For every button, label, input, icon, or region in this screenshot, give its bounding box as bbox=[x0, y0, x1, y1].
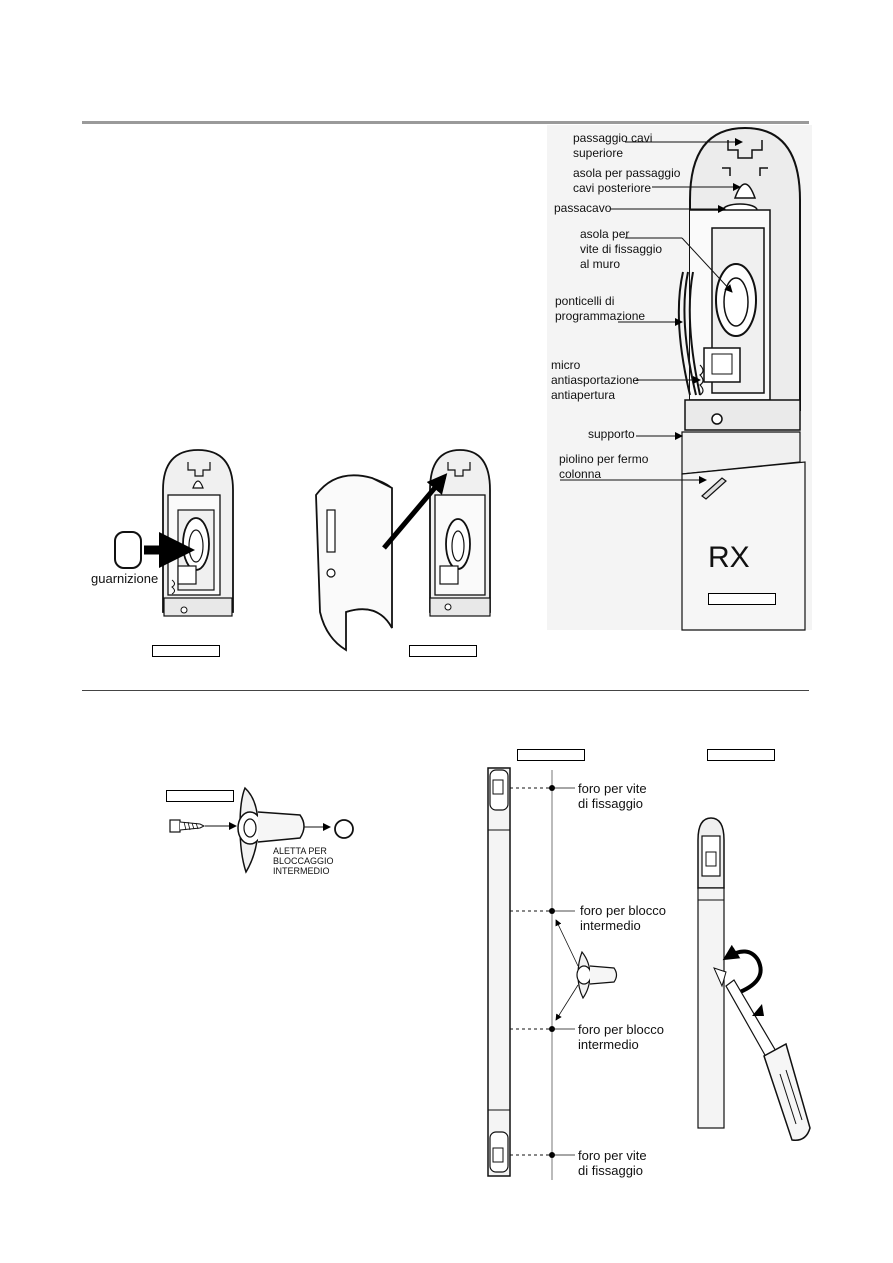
label-foro-blocco-1: foro per blocco intermedio bbox=[580, 903, 666, 933]
label-micro: micro antiasportazione antiapertura bbox=[551, 358, 640, 402]
label-passaggio-cavi-superiore: passaggio cavi superiore bbox=[573, 131, 653, 160]
label-guarnizione: guarnizione bbox=[91, 571, 159, 586]
label-ponticelli: ponticelli di programmazione bbox=[555, 294, 646, 323]
label-rx: RX bbox=[708, 541, 750, 574]
middle-divider bbox=[82, 690, 809, 691]
figure-caption-box-cover bbox=[409, 645, 477, 657]
screwdriver-drawing bbox=[697, 817, 811, 1141]
label-foro-blocco-2: foro per blocco intermedio bbox=[578, 1022, 664, 1052]
figure-caption-box-aletta bbox=[166, 790, 234, 802]
figure-caption-box-column bbox=[517, 749, 585, 761]
gasket-drawing bbox=[114, 449, 234, 617]
label-asola-passaggio-cavi: asola per passaggio cavi posteriore bbox=[573, 166, 681, 195]
label-aletta: ALETTA PER BLOCCAGGIO INTERMEDIO bbox=[273, 846, 334, 876]
figure-caption-box-rx bbox=[708, 593, 776, 605]
top-divider bbox=[82, 121, 809, 124]
cover-drawing bbox=[315, 449, 491, 652]
column-drawing bbox=[487, 767, 618, 1180]
figure-caption-box-gasket bbox=[152, 645, 220, 657]
label-piolino: piolino per fermo colonna bbox=[559, 452, 649, 481]
label-foro-vite-top: foro per vite di fissaggio bbox=[578, 781, 647, 811]
figure-caption-box-screwdriver bbox=[707, 749, 775, 761]
label-foro-vite-bottom: foro per vite di fissaggio bbox=[578, 1148, 647, 1178]
label-asola-vite: asola per vite di fissaggio al muro bbox=[580, 227, 663, 271]
rx-detector-drawing bbox=[547, 125, 812, 631]
label-supporto: supporto bbox=[588, 427, 635, 441]
label-passacavo: passacavo bbox=[554, 201, 612, 215]
aletta-drawing bbox=[169, 786, 354, 874]
